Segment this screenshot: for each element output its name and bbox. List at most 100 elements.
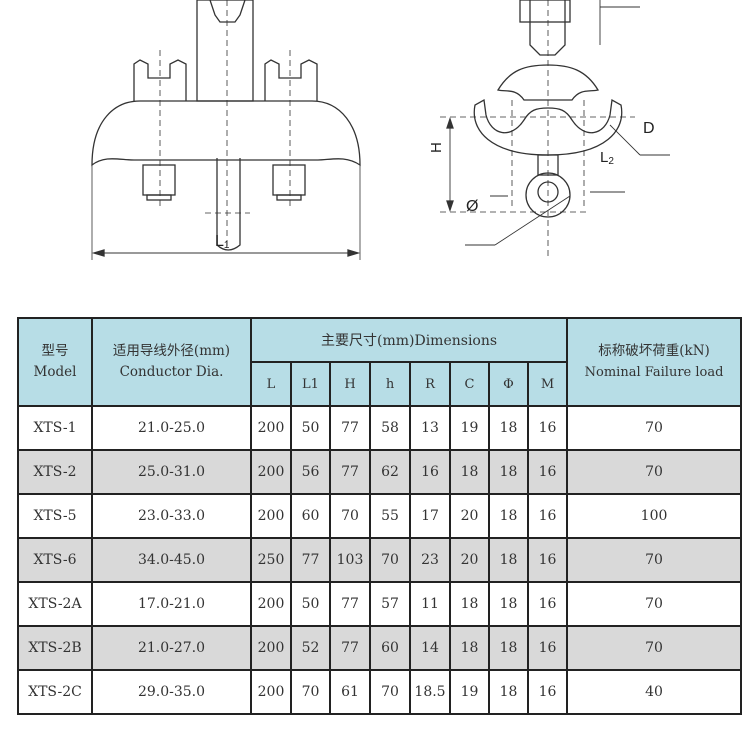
cell-conductor-dia: 23.0-33.0 [91, 493, 252, 539]
cell-dimension: 58 [369, 405, 411, 451]
label-h: H [428, 142, 445, 153]
cell-failure-load: 70 [566, 625, 743, 671]
cell-dimension: 18 [449, 449, 490, 495]
cell-model: XTS-2 [17, 449, 93, 495]
cell-dimension: 16 [526, 581, 569, 627]
side-view-clamp: H D L2 Ø [428, 0, 670, 260]
cell-dimension: 70 [329, 493, 371, 539]
cell-dimension: 57 [369, 581, 411, 627]
cell-dimension: 60 [369, 625, 411, 671]
cell-conductor-dia: 21.0-27.0 [91, 625, 252, 671]
cell-dimension: 18 [488, 449, 529, 495]
cell-dimension: 70 [290, 669, 331, 715]
header-conductor: 适用导线外径(mm)Conductor Dia. [91, 317, 252, 407]
cell-dimension: 50 [290, 581, 331, 627]
cell-dimension: 70 [369, 669, 411, 715]
cell-failure-load: 40 [566, 669, 743, 715]
cell-failure-load: 100 [566, 493, 743, 539]
cell-dimension: 77 [329, 581, 371, 627]
cell-conductor-dia: 21.0-25.0 [91, 405, 252, 451]
cell-dimension: 16 [526, 449, 569, 495]
header-dim-col: M [526, 361, 569, 407]
cell-model: XTS-2C [17, 669, 93, 715]
cell-dimension: 16 [526, 405, 569, 451]
cell-dimension: 61 [329, 669, 371, 715]
technical-drawing: L1 H D L2 Ø [91, 0, 670, 260]
front-view-clamp: L1 [91, 0, 361, 260]
cell-dimension: 200 [250, 493, 292, 539]
header-dim-col: L [250, 361, 292, 407]
cell-conductor-dia: 34.0-45.0 [91, 537, 252, 583]
cell-dimension: 19 [449, 669, 490, 715]
header-load: 标称破坏荷重(kN)Nominal Failure load [566, 317, 743, 407]
cell-dimension: 14 [409, 625, 451, 671]
cell-dimension: 16 [526, 625, 569, 671]
cell-dimension: 18 [488, 493, 529, 539]
cell-model: XTS-2A [17, 581, 93, 627]
cell-dimension: 200 [250, 669, 292, 715]
cell-dimension: 18 [488, 405, 529, 451]
cell-dimension: 55 [369, 493, 411, 539]
header-dim-col: C [449, 361, 490, 407]
cell-failure-load: 70 [566, 581, 743, 627]
cell-dimension: 250 [250, 537, 292, 583]
cell-dimension: 200 [250, 581, 292, 627]
cell-dimension: 103 [329, 537, 371, 583]
label-phi: Ø [466, 198, 478, 215]
cell-dimension: 77 [329, 449, 371, 495]
cell-dimension: 200 [250, 405, 292, 451]
cell-dimension: 18 [449, 581, 490, 627]
cell-dimension: 60 [290, 493, 331, 539]
cell-model: XTS-5 [17, 493, 93, 539]
cell-model: XTS-1 [17, 405, 93, 451]
cell-dimension: 52 [290, 625, 331, 671]
cell-conductor-dia: 25.0-31.0 [91, 449, 252, 495]
cell-conductor-dia: 29.0-35.0 [91, 669, 252, 715]
header-dim-col: Φ [488, 361, 529, 407]
cell-dimension: 200 [250, 625, 292, 671]
header-dim-col: H [329, 361, 371, 407]
cell-failure-load: 70 [566, 537, 743, 583]
cell-dimension: 70 [369, 537, 411, 583]
cell-dimension: 16 [409, 449, 451, 495]
cell-dimension: 16 [526, 669, 569, 715]
cell-dimension: 20 [449, 493, 490, 539]
cell-dimension: 18 [488, 625, 529, 671]
cell-failure-load: 70 [566, 405, 743, 451]
cell-conductor-dia: 17.0-21.0 [91, 581, 252, 627]
label-d: D [643, 120, 655, 137]
cell-dimension: 13 [409, 405, 451, 451]
cell-dimension: 50 [290, 405, 331, 451]
label-l1: L1 [215, 233, 230, 251]
cell-dimension: 77 [290, 537, 331, 583]
cell-dimension: 77 [329, 625, 371, 671]
cell-model: XTS-2B [17, 625, 93, 671]
cell-dimension: 16 [526, 493, 569, 539]
header-dim-col: L1 [290, 361, 331, 407]
cell-dimension: 62 [369, 449, 411, 495]
cell-dimension: 56 [290, 449, 331, 495]
cell-dimension: 11 [409, 581, 451, 627]
cell-dimension: 20 [449, 537, 490, 583]
cell-dimension: 16 [526, 537, 569, 583]
header-dim-col: h [369, 361, 411, 407]
cell-failure-load: 70 [566, 449, 743, 495]
label-l2: L2 [600, 149, 614, 167]
cell-dimension: 18 [449, 625, 490, 671]
cell-dimension: 77 [329, 405, 371, 451]
cell-dimension: 18.5 [409, 669, 451, 715]
cell-dimension: 19 [449, 405, 490, 451]
header-dimensions: 主要尺寸(mm)Dimensions [249, 317, 569, 363]
cell-dimension: 18 [488, 669, 529, 715]
cell-dimension: 18 [488, 581, 529, 627]
cell-dimension: 18 [488, 537, 529, 583]
